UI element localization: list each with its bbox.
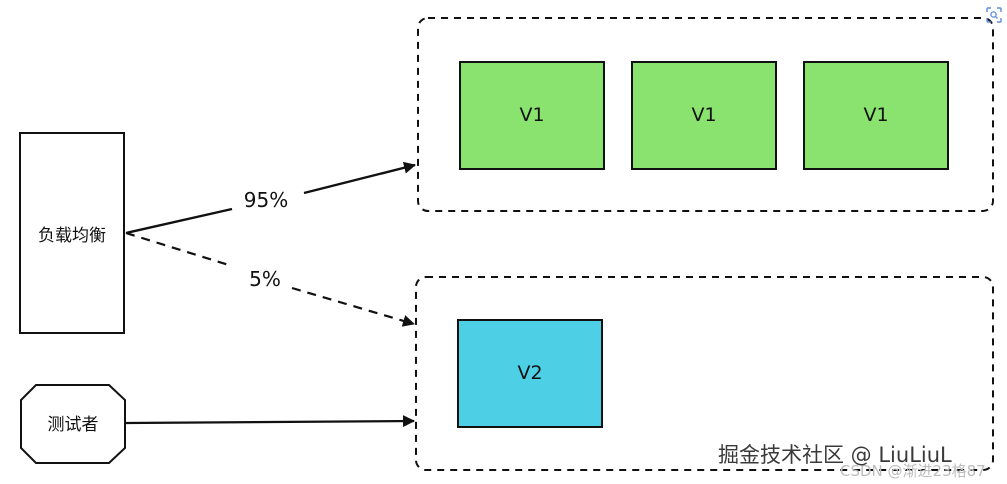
- v1-instance-label: V1: [519, 104, 544, 126]
- v1-group: V1 V1 V1: [417, 17, 994, 212]
- edge-tester-to-v2: [125, 415, 415, 428]
- v1-instance: V1: [459, 61, 605, 170]
- edge-to-v2-label: 5%: [249, 267, 281, 291]
- edge-to-v1-label: 95%: [244, 188, 288, 212]
- v1-instance-label: V1: [863, 104, 888, 126]
- watermarks: CSDN @渐进23格87 掘金技术社区 @ LiuLiuL: [718, 443, 986, 480]
- v2-instance-label: V2: [517, 362, 542, 384]
- tester-node: 测试者: [20, 384, 126, 464]
- edge-to-v2: 5%: [125, 231, 415, 327]
- load-balancer-node: 负载均衡: [19, 132, 125, 334]
- v2-group: V2: [415, 276, 994, 471]
- v1-instance: V1: [631, 61, 777, 170]
- csdn-watermark: CSDN @渐进23格87: [840, 462, 986, 480]
- v2-instance: V2: [457, 319, 603, 428]
- tester-label: 测试者: [48, 415, 99, 435]
- v1-instance-label: V1: [691, 104, 716, 126]
- juejin-watermark: 掘金技术社区 @ LiuLiuL: [718, 443, 952, 467]
- v1-group-border: [417, 17, 994, 212]
- v2-group-border: [415, 276, 994, 471]
- edge-to-v1: 95%: [125, 161, 416, 235]
- load-balancer-label: 负载均衡: [38, 226, 106, 246]
- v1-instance: V1: [803, 61, 949, 170]
- scan-icon[interactable]: [986, 7, 1002, 23]
